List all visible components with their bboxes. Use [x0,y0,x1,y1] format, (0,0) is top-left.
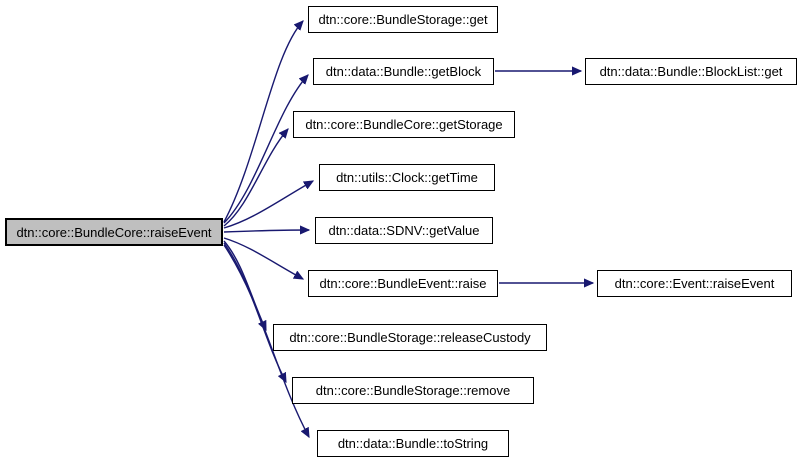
node-clock-gettime-label: dtn::utils::Clock::getTime [336,170,478,185]
node-sdnv-getvalue[interactable]: dtn::data::SDNV::getValue [315,217,493,244]
node-bundlecore-getstorage[interactable]: dtn::core::BundleCore::getStorage [293,111,515,138]
node-bundlestorage-remove[interactable]: dtn::core::BundleStorage::remove [292,377,534,404]
node-blocklist-get[interactable]: dtn::data::Bundle::BlockList::get [585,58,797,85]
node-bundle-getblock-label: dtn::data::Bundle::getBlock [325,64,482,79]
node-bundle-tostring[interactable]: dtn::data::Bundle::toString [317,430,509,457]
node-blocklist-get-label: dtn::data::Bundle::BlockList::get [599,64,783,79]
node-bundle-tostring-label: dtn::data::Bundle::toString [337,436,489,451]
node-bundlestorage-releasecustody-label: dtn::core::BundleStorage::releaseCustody [289,330,531,345]
edge-raiseEvent-to-toString [223,244,310,437]
node-raiseEvent-label: dtn::core::BundleCore::raiseEvent [16,224,212,240]
node-raiseEvent: dtn::core::BundleCore::raiseEvent [5,218,223,246]
edge-raiseEvent-to-raise [223,237,303,280]
node-bundlecore-getstorage-label: dtn::core::BundleCore::getStorage [305,117,503,132]
edge-raiseEvent-to-getStorage [223,129,288,227]
node-bundleevent-raise-label: dtn::core::BundleEvent::raise [319,276,487,291]
node-clock-gettime[interactable]: dtn::utils::Clock::getTime [319,164,495,191]
node-sdnv-getvalue-label: dtn::data::SDNV::getValue [328,223,480,238]
edge-raiseEvent-to-getBlock [223,75,308,224]
edge-raiseEvent-to-getTime [223,181,313,229]
node-bundlestorage-get[interactable]: dtn::core::BundleStorage::get [308,6,498,33]
node-bundlestorage-remove-label: dtn::core::BundleStorage::remove [315,383,511,398]
node-bundlestorage-get-label: dtn::core::BundleStorage::get [318,12,488,27]
node-bundle-getblock[interactable]: dtn::data::Bundle::getBlock [313,58,494,85]
edge-raiseEvent-to-get [223,21,303,223]
node-event-raiseevent-label: dtn::core::Event::raiseEvent [614,276,775,291]
node-event-raiseevent[interactable]: dtn::core::Event::raiseEvent [597,270,792,297]
node-bundlestorage-releasecustody[interactable]: dtn::core::BundleStorage::releaseCustody [273,324,547,351]
edge-raiseEvent-to-getValue [223,230,309,232]
node-bundleevent-raise[interactable]: dtn::core::BundleEvent::raise [308,270,498,297]
